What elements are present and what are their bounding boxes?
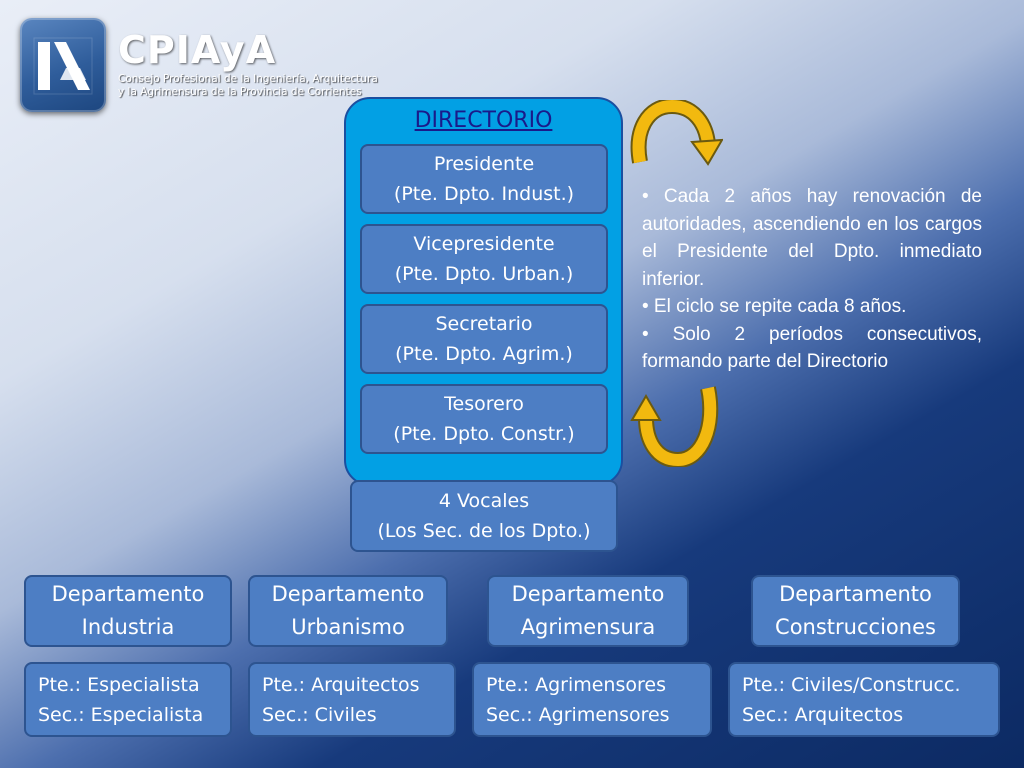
dept-label: Departamento <box>779 582 932 606</box>
vocales-box: 4 Vocales (Los Sec. de los Dpto.) <box>350 480 618 552</box>
role-vicepresidente: Vicepresidente (Pte. Dpto. Urban.) <box>360 224 608 294</box>
logo-subtitle-line1: Consejo Profesional de la Ingeniería, Ar… <box>118 73 378 85</box>
note-item: • El ciclo se repite cada 8 años. <box>642 296 907 317</box>
dept-name: Urbanismo <box>291 615 405 639</box>
dept-president: Pte.: Arquitectos <box>262 673 420 696</box>
dept-urbanismo-authorities: Pte.: Arquitectos Sec.: Civiles <box>248 662 456 737</box>
dept-label: Departamento <box>271 582 425 606</box>
dept-secretary: Sec.: Arquitectos <box>742 703 904 726</box>
dept-president: Pte.: Agrimensores <box>486 673 666 696</box>
logo-emblem-icon <box>20 18 106 112</box>
role-name: Secretario <box>435 313 533 335</box>
role-tesorero: Tesorero (Pte. Dpto. Constr.) <box>360 384 608 454</box>
vocales-title: 4 Vocales <box>438 490 530 512</box>
role-name: Presidente <box>433 153 535 175</box>
logo-subtitle: Consejo Profesional de la Ingeniería, Ar… <box>118 73 388 99</box>
dept-name: Construcciones <box>775 615 936 639</box>
role-secretario: Secretario (Pte. Dpto. Agrim.) <box>360 304 608 374</box>
rotation-arrow-icon <box>630 100 723 166</box>
logo-subtitle-line2: y la Agrimensura de la Provincia de Corr… <box>118 86 362 98</box>
role-detail: (Pte. Dpto. Constr.) <box>393 423 575 445</box>
dept-secretary: Sec.: Civiles <box>262 703 377 726</box>
role-name: Vicepresidente <box>413 233 555 255</box>
dept-agrimensura: Departamento Agrimensura <box>487 575 689 647</box>
role-detail: (Pte. Dpto. Urban.) <box>394 263 574 285</box>
dept-president: Pte.: Civiles/Construcc. <box>742 673 961 696</box>
dept-secretary: Sec.: Especialista <box>38 703 204 726</box>
note-item: • Cada 2 años hay renovación de autorida… <box>642 186 982 290</box>
role-detail: (Pte. Dpto. Indust.) <box>393 183 575 205</box>
dept-name: Agrimensura <box>520 615 656 639</box>
rotation-arrow-icon <box>630 386 719 467</box>
dept-industria-authorities: Pte.: Especialista Sec.: Especialista <box>24 662 232 737</box>
dept-agrimensura-authorities: Pte.: Agrimensores Sec.: Agrimensores <box>472 662 712 737</box>
role-detail: (Pte. Dpto. Agrim.) <box>395 343 573 365</box>
dept-secretary: Sec.: Agrimensores <box>486 703 670 726</box>
vocales-detail: (Los Sec. de los Dpto.) <box>377 520 591 542</box>
dept-construcciones-authorities: Pte.: Civiles/Construcc. Sec.: Arquitect… <box>728 662 1000 737</box>
dept-president: Pte.: Especialista <box>38 673 200 696</box>
dept-label: Departamento <box>51 582 205 606</box>
dept-industria: Departamento Industria <box>24 575 232 647</box>
directorio-title: DIRECTORIO <box>414 108 553 133</box>
note-item: • Solo 2 períodos consecutivos, formando… <box>642 323 982 373</box>
dept-name: Industria <box>81 615 175 639</box>
role-presidente: Presidente (Pte. Dpto. Indust.) <box>360 144 608 214</box>
logo-title: CPIAyA <box>118 28 277 72</box>
dept-construcciones: Departamento Construcciones <box>751 575 960 647</box>
dept-label: Departamento <box>511 582 665 606</box>
role-name: Tesorero <box>444 393 524 415</box>
dept-urbanismo: Departamento Urbanismo <box>248 575 448 647</box>
renewal-notes: • Cada 2 años hay renovación de autorida… <box>642 183 982 376</box>
